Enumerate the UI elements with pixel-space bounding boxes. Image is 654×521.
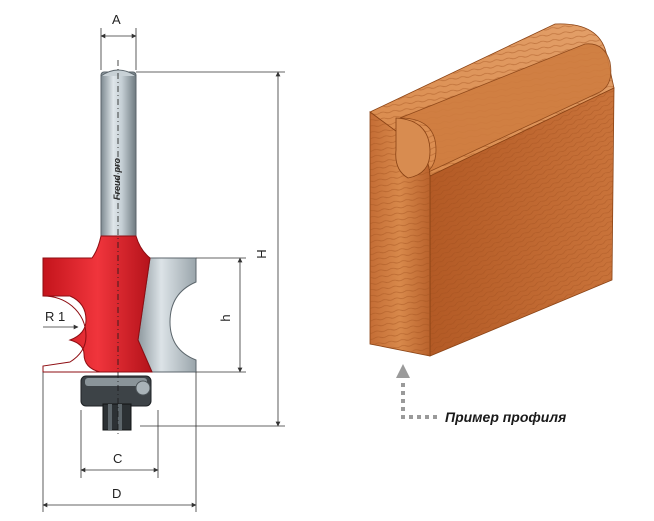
wood-profile-sample xyxy=(369,23,615,357)
bit-bearing-hex xyxy=(118,404,122,430)
wood-bead-edge xyxy=(399,43,612,177)
bit-shank xyxy=(100,71,137,243)
label-total-height: H xyxy=(254,249,269,258)
profile-caption: Пример профиля xyxy=(445,409,566,425)
wood-bead-front xyxy=(395,117,431,179)
arrow-up-dotted-icon xyxy=(396,364,437,419)
label-a: A xyxy=(112,12,121,27)
dimension-labels: A H h R 1 C D xyxy=(45,12,269,501)
brand-logo: Freud pro xyxy=(112,157,122,200)
bit-bearing-nut xyxy=(102,403,132,431)
label-radius: R 1 xyxy=(45,309,65,324)
profile-callout: Пример профиля xyxy=(396,364,566,425)
bit-bearing-ring xyxy=(85,378,147,386)
dimensions xyxy=(42,28,285,512)
wood-side-grain xyxy=(430,88,614,356)
bit-bearing-hex xyxy=(108,404,112,430)
bit-cutter-red xyxy=(42,235,153,373)
bit-cutter-steel xyxy=(137,257,197,373)
label-c: C xyxy=(113,451,122,466)
bit-cutter-left-profile xyxy=(42,295,100,373)
router-bit: Freud pro xyxy=(42,60,197,436)
bit-bearing-screw xyxy=(135,380,151,396)
bit-shank-chamfer xyxy=(100,69,137,77)
label-d: D xyxy=(112,486,121,501)
label-cut-height: h xyxy=(218,314,233,321)
